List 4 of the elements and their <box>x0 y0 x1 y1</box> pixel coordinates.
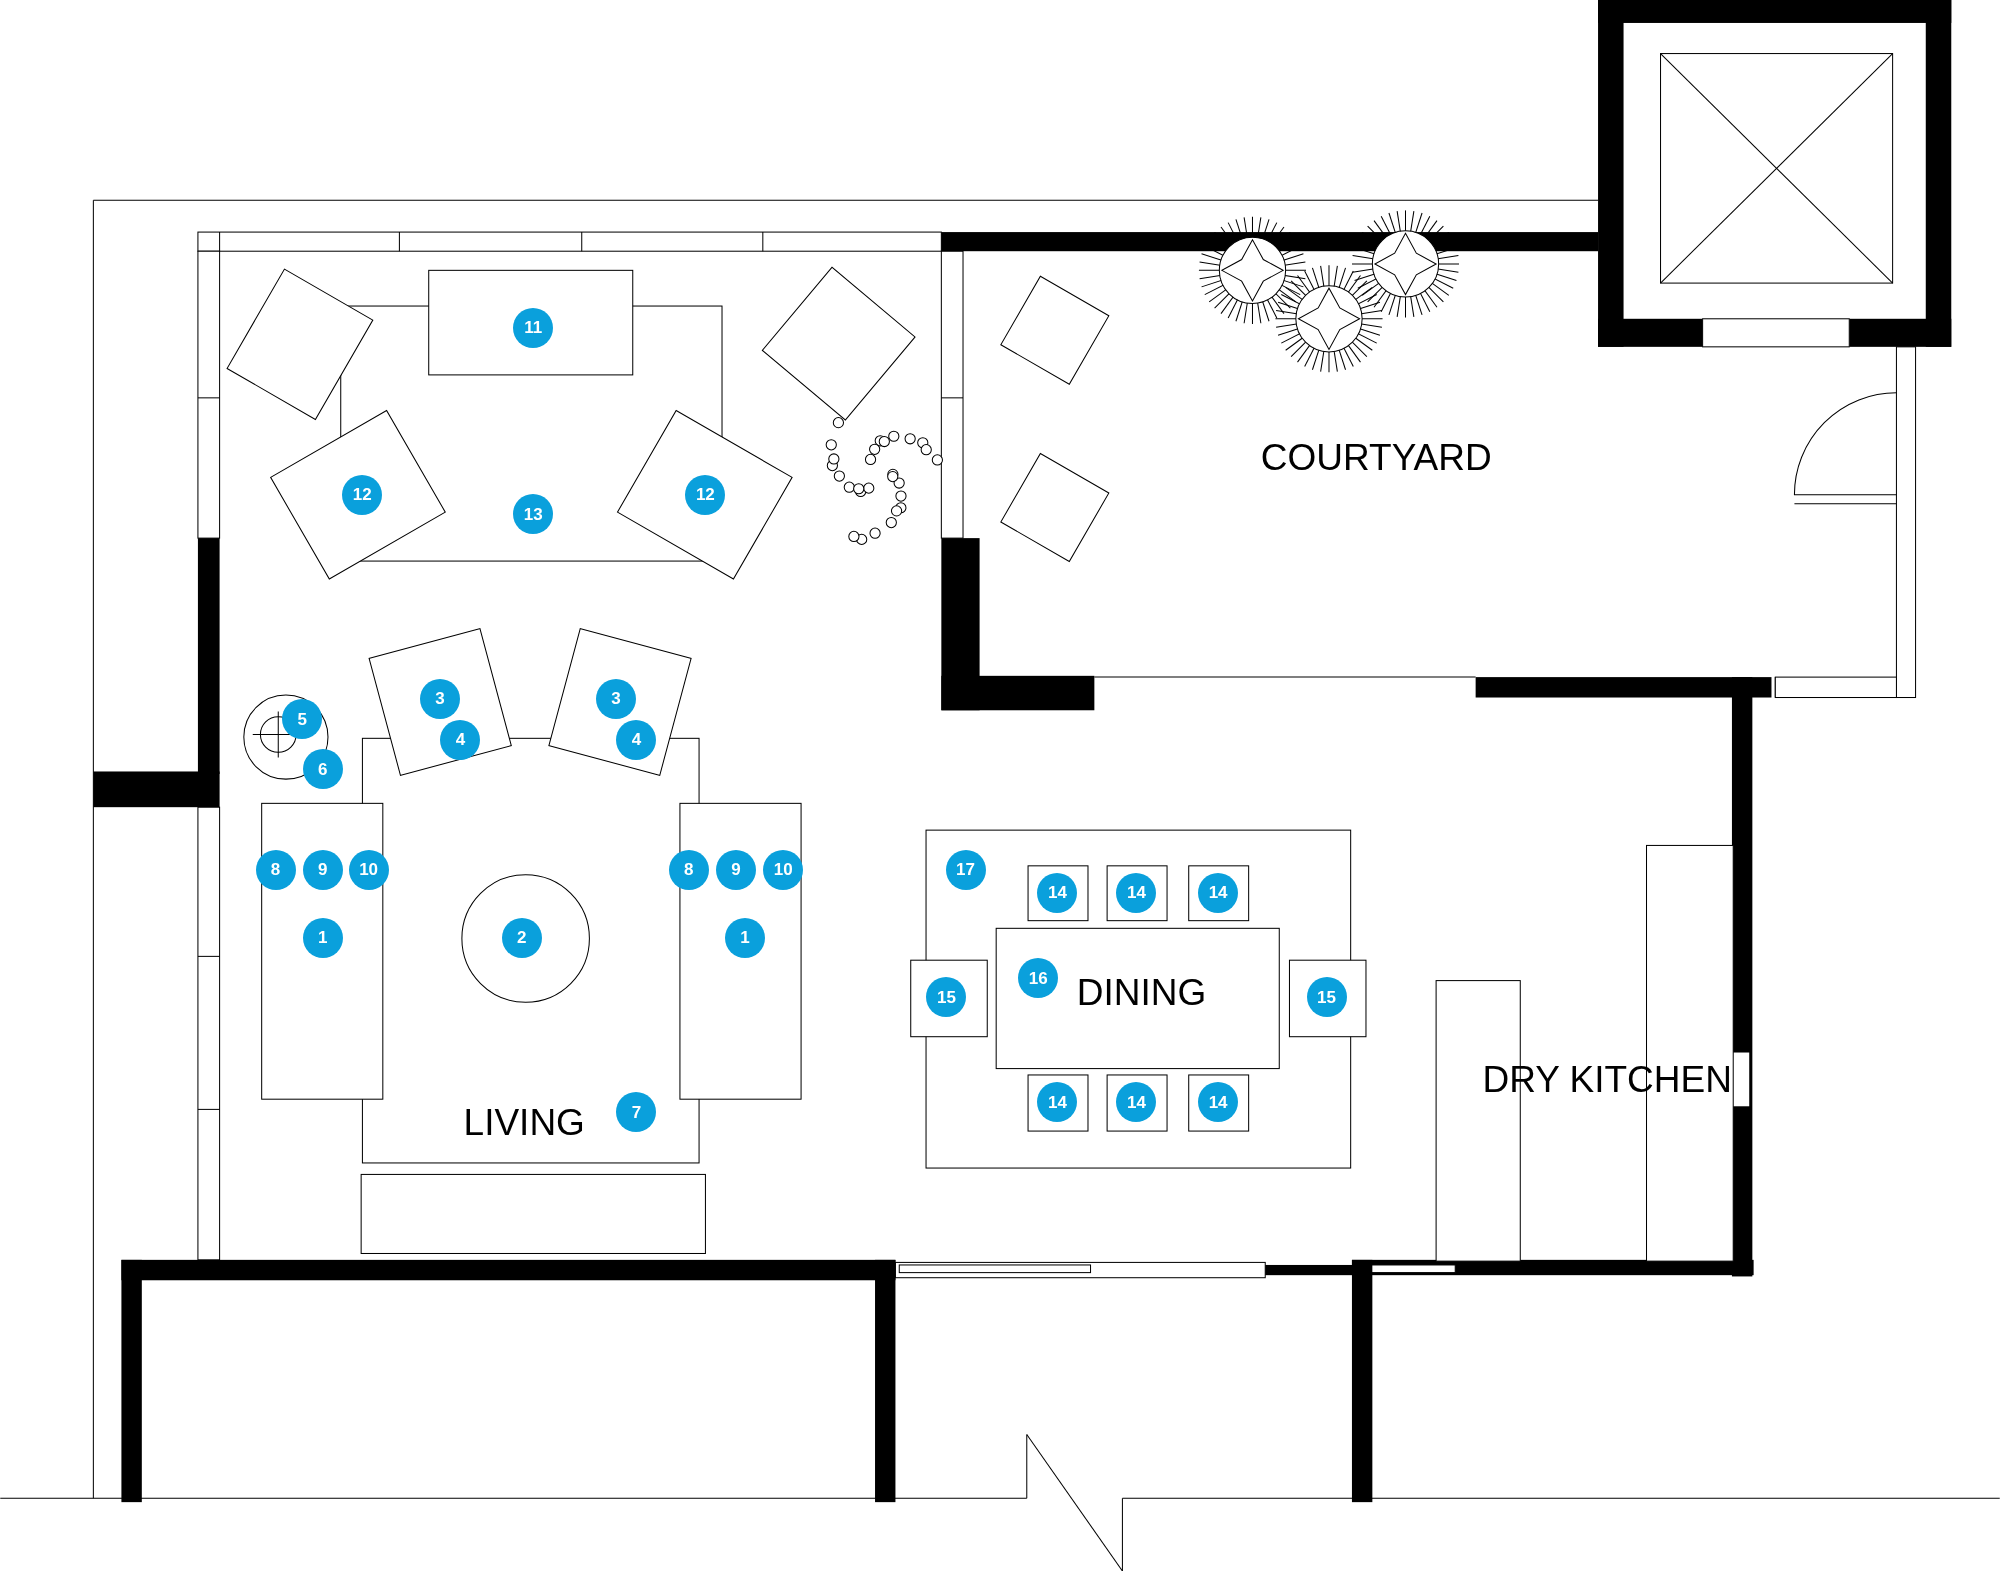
room-label: DINING <box>1076 973 1207 1011</box>
callout-number: 6 <box>302 749 343 790</box>
room-label: COURTYARD <box>1260 438 1492 476</box>
room-label: LIVING <box>463 1103 585 1141</box>
